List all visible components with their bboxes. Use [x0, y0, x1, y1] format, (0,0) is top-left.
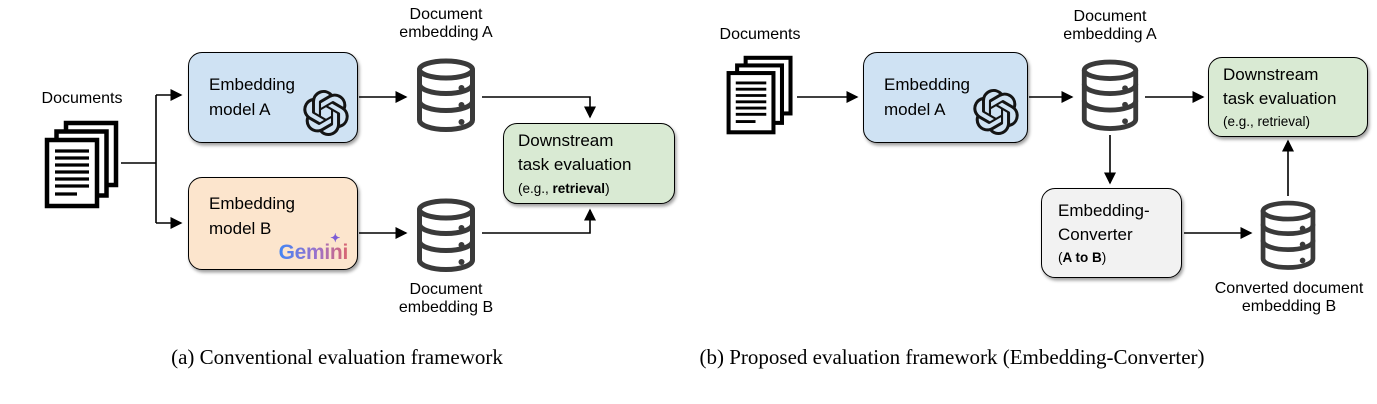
gemini-sparkle-icon: ✦ — [330, 231, 340, 245]
gemini-logo: Gemini ✦ — [278, 231, 349, 264]
eval-box-subtitle: (e.g., retrieval) — [518, 180, 610, 196]
arrow-a-db-a-to-eval — [482, 96, 596, 119]
caption-b: (b) Proposed evaluation framework (Embed… — [699, 345, 1205, 369]
database-icon — [417, 198, 475, 273]
eval-box-title: Downstream task evaluation — [518, 131, 632, 175]
model-a-box-panel-a: Embedding model A — [188, 52, 358, 143]
embedding-b-label-panel-a: Document embedding B — [398, 281, 494, 317]
eval-box-title: Downstream task evaluation — [1223, 64, 1337, 108]
arrow-a-db-b-to-eval — [482, 208, 596, 234]
documents-label-b: Documents — [719, 26, 801, 43]
database-icon — [1081, 59, 1139, 131]
openai-logo-icon — [973, 89, 1019, 135]
model-a-label: Embedding model A — [884, 75, 971, 119]
converted-embedding-label: Converted document embedding B — [1214, 280, 1364, 316]
database-icon — [417, 58, 475, 133]
documents-icon — [726, 55, 793, 135]
converter-box-subtitle: (A to B) — [1058, 250, 1107, 266]
embedding-a-label-panel-a: Document embedding A — [399, 6, 493, 42]
openai-logo-icon — [303, 90, 349, 136]
model-b-label: Embedding model B — [209, 194, 296, 238]
embedding-a-label-panel-b: Document embedding A — [1063, 8, 1157, 44]
documents-label-a: Documents — [41, 90, 123, 107]
caption-a: (a) Conventional evaluation framework — [171, 345, 503, 369]
documents-icon — [44, 120, 119, 209]
eval-box-panel-a: Downstream task evaluation (e.g., retrie… — [503, 123, 675, 204]
converter-box-title: Embedding- Converter — [1058, 200, 1150, 244]
eval-box-subtitle: (e.g., retrieval) — [1223, 114, 1311, 130]
eval-box-panel-b: Downstream task evaluation (e.g., retrie… — [1208, 57, 1368, 137]
database-icon — [1260, 200, 1316, 270]
model-a-label: Embedding model A — [209, 75, 296, 119]
model-b-box-panel-a: Embedding model B Gemini ✦ — [188, 177, 358, 270]
model-a-box-panel-b: Embedding model A — [863, 52, 1028, 143]
converter-box: Embedding- Converter (A to B) — [1041, 188, 1182, 278]
